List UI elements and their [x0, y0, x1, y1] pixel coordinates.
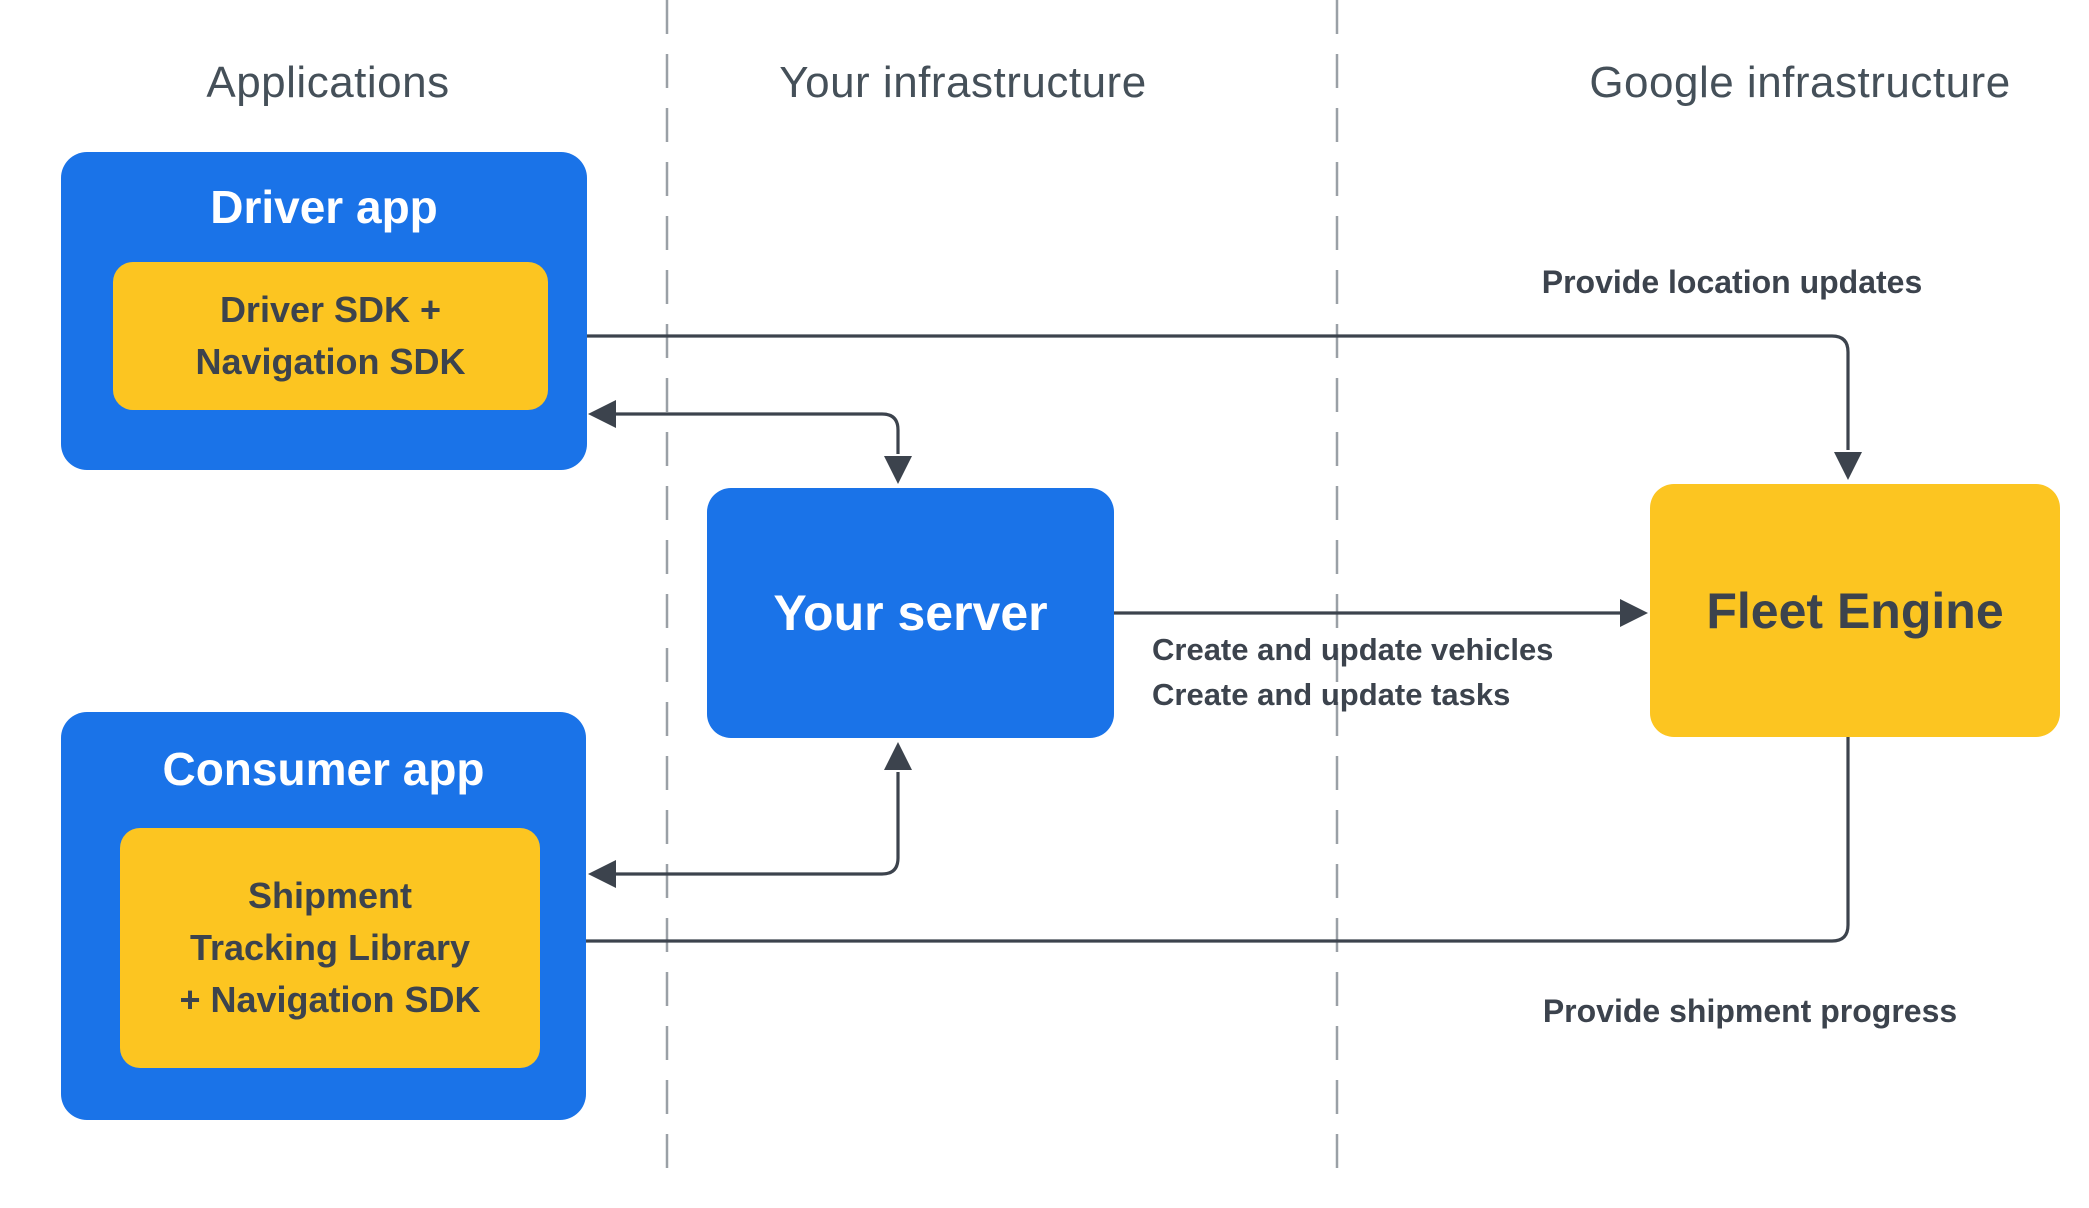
fleet-engine-title: Fleet Engine [1706, 582, 2004, 639]
column-header-applications: Applications [206, 58, 450, 107]
edge-driver-app-your-server [615, 412, 900, 454]
label-create-update-tasks: Create and update tasks [1152, 676, 1511, 712]
fleet-engine-box: Fleet Engine [1650, 484, 2060, 737]
arrowhead-into-server-bottom [884, 742, 912, 770]
your-server-box: Your server [707, 488, 1114, 738]
arrowhead-into-driver-app [588, 400, 616, 428]
shipment-tracking-library-box: Shipment Tracking Library + Navigation S… [120, 828, 540, 1068]
consumer-app-box: Consumer app Shipment Tracking Library +… [61, 712, 586, 1120]
edge-consumer-app-your-server [615, 772, 900, 876]
arrowhead-into-server-top [884, 456, 912, 484]
your-server-title: Your server [773, 585, 1048, 641]
driver-app-title: Driver app [210, 181, 438, 233]
arrowhead-into-fleet-engine-left [1620, 599, 1648, 627]
edge-fleet-to-shipment-library [572, 737, 1850, 943]
label-provide-location-updates: Provide location updates [1541, 264, 1923, 300]
column-header-google-infrastructure: Google infrastructure [1589, 58, 2011, 107]
label-provide-shipment-progress: Provide shipment progress [1542, 993, 1958, 1029]
arrowhead-into-fleet-engine-top [1834, 452, 1862, 480]
shipment-tracking-library-label: Shipment Tracking Library + Navigation S… [179, 874, 481, 1021]
driver-app-box: Driver app Driver SDK + Navigation SDK [61, 152, 587, 470]
label-create-update-vehicles: Create and update vehicles [1152, 632, 1554, 667]
edge-fleet-to-driver-sdk [576, 334, 1850, 450]
column-header-your-infrastructure: Your infrastructure [779, 58, 1147, 107]
driver-sdk-label: Driver SDK + Navigation SDK [195, 288, 466, 382]
arrowhead-into-consumer-app [588, 860, 616, 888]
label-create-and-update: Create and update vehicles Create and up… [1152, 628, 1553, 718]
consumer-app-title: Consumer app [162, 743, 485, 795]
driver-sdk-box: Driver SDK + Navigation SDK [113, 262, 548, 410]
